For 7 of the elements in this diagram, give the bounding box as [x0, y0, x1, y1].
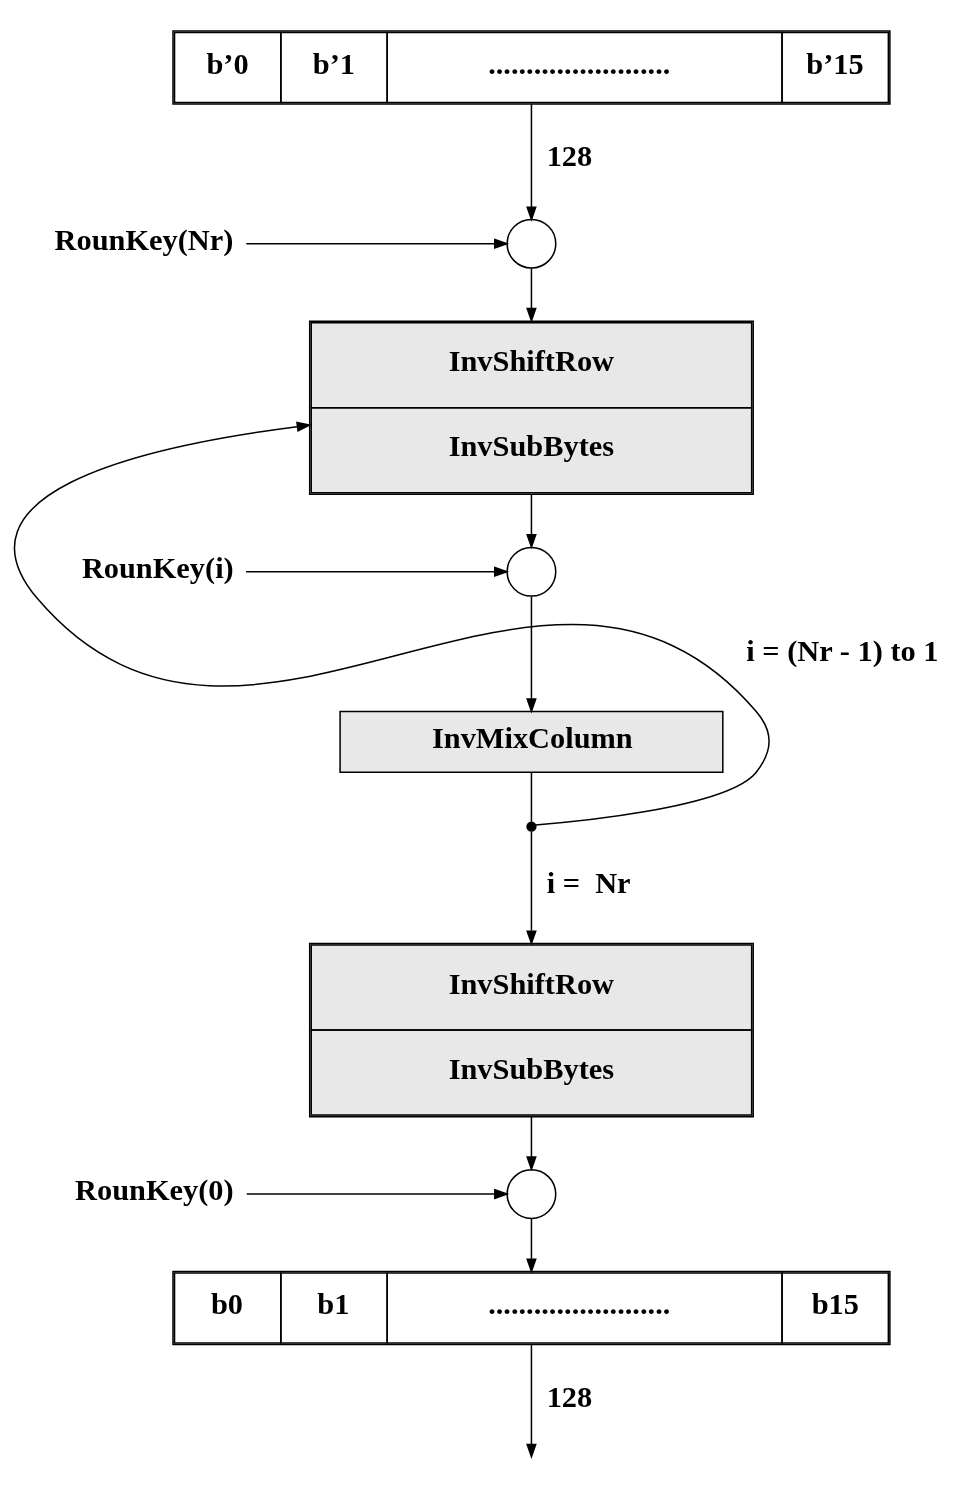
edge-label: 128	[546, 138, 593, 173]
node-text: RounKey(i)	[81, 550, 234, 585]
edge-label: i = Nr	[546, 865, 631, 900]
edge-label: i = (Nr - 1) to 1	[746, 633, 939, 668]
node-text: RounKey(Nr)	[54, 222, 234, 257]
edge-label: 128	[546, 1379, 593, 1414]
node-text: RounKey(0)	[75, 1172, 234, 1207]
